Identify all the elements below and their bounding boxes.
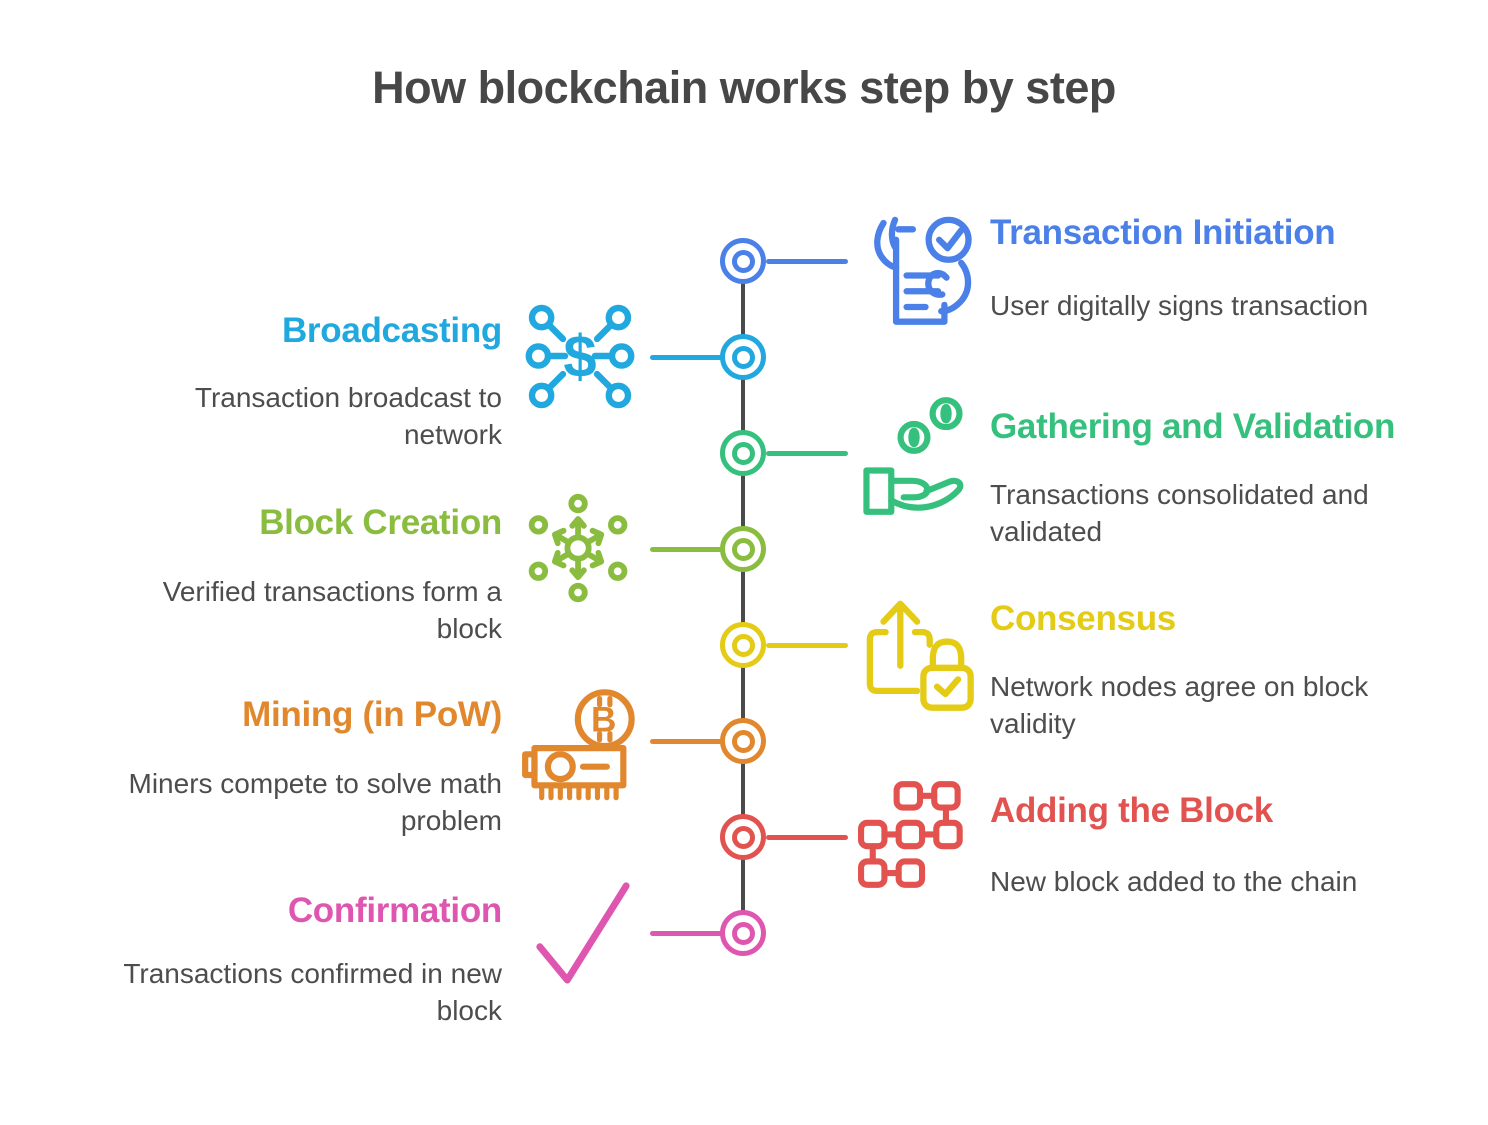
step-title: Adding the Block (990, 791, 1273, 830)
step-description: Transaction broadcast to network (194, 382, 502, 450)
node-connector (650, 547, 722, 552)
timeline-node-core (731, 729, 755, 753)
timeline-node (720, 238, 766, 284)
hub-distribution-icon (522, 492, 638, 608)
node-connector (766, 643, 848, 648)
step-description: Transactions consolidated and validated (990, 479, 1369, 547)
svg-text:$: $ (563, 322, 596, 389)
step-description: User digitally signs transaction (990, 290, 1369, 321)
timeline-node (720, 334, 766, 380)
step-description: Miners compete to solve math problem (128, 768, 503, 836)
step-description: Transactions confirmed in new block (123, 958, 502, 1026)
step-title: Block Creation (259, 503, 502, 542)
node-connector (766, 259, 848, 264)
linked-blocks-icon (858, 778, 980, 894)
step-description: New block added to the chain (990, 866, 1358, 897)
step-title: Confirmation (287, 891, 502, 930)
step-title: Transaction Initiation (990, 213, 1336, 252)
timeline-node (720, 718, 766, 764)
step-title: Broadcasting (281, 311, 502, 350)
timeline-node (720, 814, 766, 860)
timeline-node-core (731, 345, 755, 369)
gpu-bitcoin-icon: B (520, 686, 644, 804)
timeline-node-core (731, 537, 755, 561)
step-title: Consensus (990, 599, 1176, 638)
timeline-node-core (731, 633, 755, 657)
page-title: How blockchain works step by step (372, 62, 1116, 113)
step-description: Network nodes agree on block validity (990, 671, 1369, 739)
timeline-node-core (731, 825, 755, 849)
timeline-spine (741, 261, 745, 933)
timeline-node (720, 622, 766, 668)
svg-text:B: B (591, 701, 616, 740)
hands-document-check-icon (852, 202, 978, 328)
hand-coins-icon (852, 394, 976, 518)
timeline-node (720, 430, 766, 476)
node-connector (650, 931, 722, 936)
dollar-network-icon: $ (516, 292, 644, 420)
timeline-node-core (731, 441, 755, 465)
step-title: Gathering and Validation (990, 407, 1396, 446)
node-connector (650, 355, 722, 360)
step-title: Mining (in PoW) (242, 695, 502, 734)
timeline-node-core (731, 921, 755, 945)
checkmark-icon (528, 876, 636, 988)
node-connector (766, 835, 848, 840)
step-description: Verified transactions form a block (162, 576, 502, 644)
timeline-node-core (731, 249, 755, 273)
upload-lock-icon (852, 588, 978, 714)
timeline-node (720, 526, 766, 572)
timeline-node (720, 910, 766, 956)
node-connector (766, 451, 848, 456)
node-connector (650, 739, 722, 744)
